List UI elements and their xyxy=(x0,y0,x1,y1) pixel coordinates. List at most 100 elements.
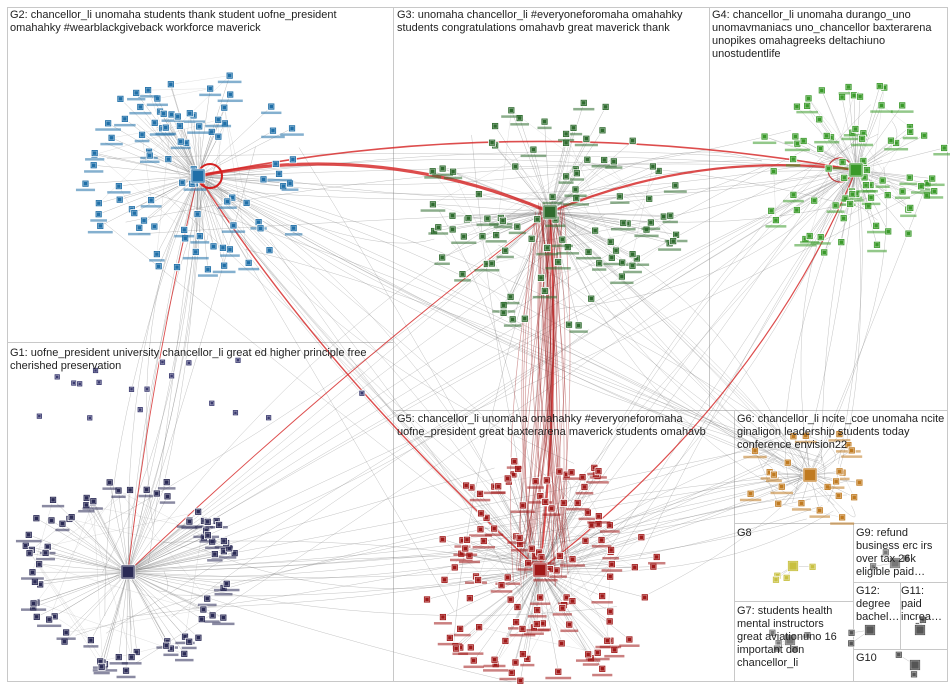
node xyxy=(96,222,105,230)
edge xyxy=(170,84,199,177)
node xyxy=(847,639,856,648)
edge xyxy=(127,555,571,573)
node xyxy=(162,478,171,487)
node xyxy=(887,136,895,145)
hub-node xyxy=(802,467,818,483)
node xyxy=(838,93,846,102)
node-label-mark xyxy=(528,501,553,504)
node xyxy=(265,246,274,255)
node xyxy=(847,628,856,637)
node-label-mark xyxy=(648,561,666,565)
edge xyxy=(595,169,857,571)
edge xyxy=(508,471,560,482)
node xyxy=(219,613,228,622)
edge xyxy=(784,169,857,481)
node xyxy=(70,379,78,387)
node xyxy=(606,237,615,246)
node-label-mark xyxy=(261,135,285,139)
node xyxy=(458,270,467,279)
node xyxy=(533,215,542,224)
node xyxy=(494,482,503,491)
node xyxy=(107,133,116,142)
node-label-mark xyxy=(140,205,162,208)
node-label-mark xyxy=(810,242,831,245)
node xyxy=(573,499,582,507)
node xyxy=(152,489,161,498)
node xyxy=(97,662,106,671)
node-label-mark xyxy=(517,568,539,571)
node xyxy=(128,385,135,393)
node xyxy=(452,644,461,653)
node xyxy=(476,489,484,498)
node xyxy=(32,612,41,621)
node xyxy=(456,624,465,633)
node-label-mark xyxy=(565,507,590,511)
edge xyxy=(197,175,247,204)
node-label-mark xyxy=(546,575,567,578)
edge-strong xyxy=(521,215,538,587)
node xyxy=(808,562,817,571)
node xyxy=(510,457,519,466)
node-label-mark xyxy=(558,181,574,184)
edge xyxy=(503,211,551,306)
node xyxy=(791,132,800,141)
node-label-mark xyxy=(590,476,607,479)
node xyxy=(508,315,517,324)
node-label-mark xyxy=(84,170,104,173)
edge xyxy=(140,106,199,177)
node-label-mark xyxy=(483,664,506,668)
node-label-mark xyxy=(128,232,151,236)
node-label-mark xyxy=(266,178,292,182)
node xyxy=(837,238,846,247)
node xyxy=(180,649,189,658)
node-label-mark xyxy=(21,577,44,580)
edge-strong xyxy=(529,205,562,538)
edge-strong xyxy=(517,209,545,572)
node xyxy=(824,164,833,173)
node xyxy=(555,467,564,476)
node-label-mark xyxy=(527,615,547,618)
node xyxy=(185,637,194,646)
node xyxy=(209,242,218,251)
edge xyxy=(32,499,54,573)
node xyxy=(242,199,251,207)
node xyxy=(898,187,907,196)
edge xyxy=(533,537,642,628)
node xyxy=(265,414,273,422)
node xyxy=(603,636,612,645)
node-label-mark xyxy=(499,677,525,681)
node xyxy=(618,258,627,267)
edge xyxy=(36,490,119,603)
node-label-mark xyxy=(794,244,817,247)
edge xyxy=(127,329,590,573)
node-label-mark xyxy=(525,560,544,564)
node-label-mark xyxy=(183,188,207,191)
node xyxy=(89,161,98,170)
node xyxy=(789,155,798,163)
node xyxy=(873,240,881,249)
node xyxy=(801,431,810,440)
edge xyxy=(157,88,211,99)
edge xyxy=(549,211,614,268)
edge xyxy=(93,501,103,663)
node-label-mark xyxy=(485,533,504,537)
node xyxy=(565,620,574,629)
edge xyxy=(127,541,213,573)
node xyxy=(506,595,515,604)
edge xyxy=(551,508,603,597)
node-label-mark xyxy=(851,143,874,147)
node xyxy=(462,481,471,490)
edge xyxy=(549,211,785,469)
node xyxy=(29,599,38,608)
edge xyxy=(539,104,871,571)
node xyxy=(223,197,232,206)
edge xyxy=(473,569,541,661)
node-label-mark xyxy=(586,481,609,484)
node-label-mark xyxy=(217,99,243,103)
node-label-mark xyxy=(75,188,96,192)
node xyxy=(507,668,516,677)
node xyxy=(518,501,527,510)
node-label-mark xyxy=(212,270,236,274)
edge xyxy=(127,571,199,638)
node xyxy=(199,605,208,614)
